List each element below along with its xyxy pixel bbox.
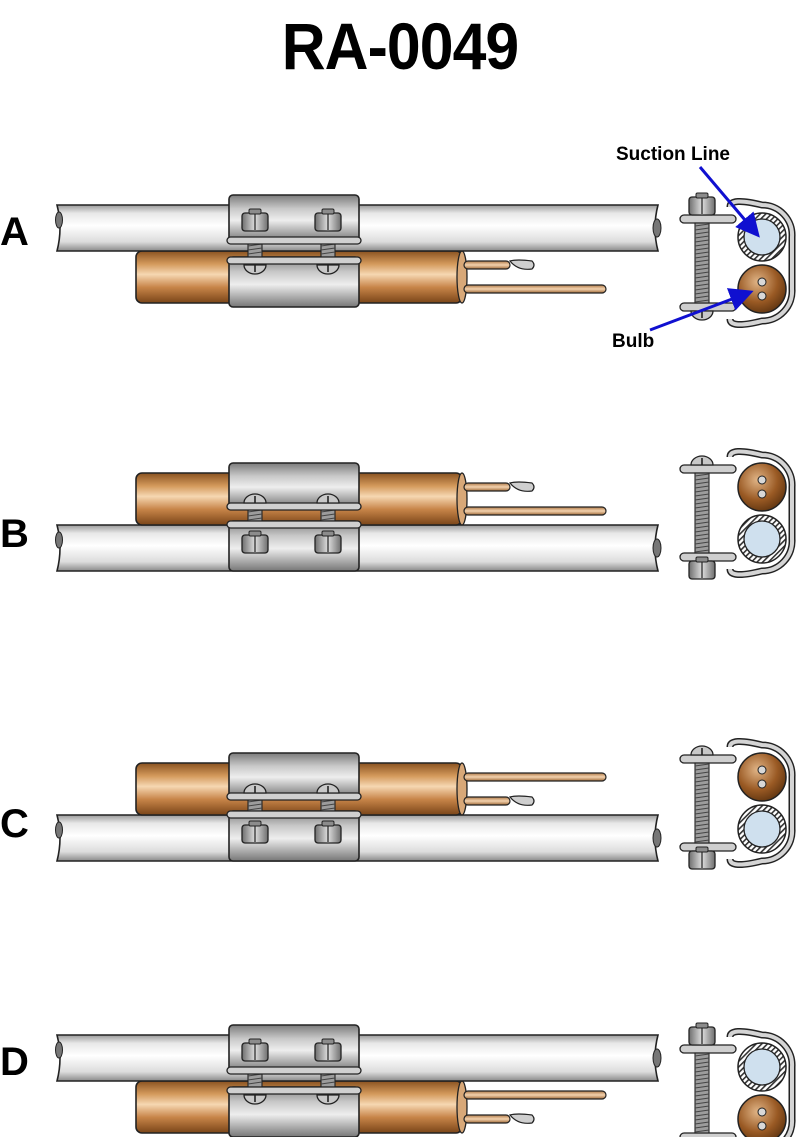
hex-nut [241, 1038, 269, 1062]
clamp-flange [226, 520, 362, 529]
bulb-section [737, 752, 787, 802]
clamp-tab [679, 1044, 737, 1054]
bolt-threads [694, 472, 710, 554]
clamp-tab [679, 1132, 737, 1137]
callout-bulb: Bulb [612, 331, 654, 352]
hex-nut [314, 1038, 342, 1062]
sensing-bulb [135, 1080, 607, 1134]
capillary-flattened-end [508, 795, 535, 806]
hex-nut [314, 820, 342, 844]
capillary-tube-cut [463, 796, 511, 806]
hex-nut [314, 208, 342, 232]
bolt-threads [247, 242, 263, 258]
capillary-tube [463, 506, 607, 516]
clamp-flange [226, 792, 362, 801]
bulb-section [737, 462, 787, 512]
clamp-flange [226, 1066, 362, 1075]
callout-arrow [649, 288, 754, 332]
bolt-threads [694, 762, 710, 844]
screw-head [690, 455, 714, 466]
pipe-clamp [226, 752, 362, 862]
clamp-tab [679, 464, 737, 474]
capillary-port [757, 291, 767, 301]
pipe-clamp [226, 1024, 362, 1137]
row-label: B [0, 512, 29, 556]
hex-nut [688, 556, 716, 580]
clamp-tab [679, 754, 737, 764]
capillary-flattened-end [508, 481, 535, 492]
screw-head [243, 493, 267, 504]
capillary-port [757, 765, 767, 775]
capillary-tube [463, 772, 607, 782]
bolt-threads [320, 508, 336, 522]
hex-nut [241, 820, 269, 844]
bolt-threads [320, 1072, 336, 1088]
row-label: C [0, 802, 29, 846]
capillary-tube-cut [463, 482, 511, 492]
clamp-flange [226, 1086, 362, 1095]
hex-nut [314, 530, 342, 554]
bulb-section [737, 264, 787, 314]
bolt-threads [247, 508, 263, 522]
row-label: A [0, 210, 29, 254]
capillary-tube [463, 1090, 607, 1100]
row-label: D [0, 1040, 29, 1084]
end-view [679, 448, 796, 580]
end-view [679, 1022, 796, 1137]
hex-nut [241, 208, 269, 232]
capillary-port [757, 1107, 767, 1117]
capillary-port [757, 1121, 767, 1131]
hex-nut [688, 1022, 716, 1046]
capillary-port [757, 489, 767, 499]
capillary-port [757, 277, 767, 287]
sensing-bulb [135, 250, 607, 304]
row-d: D [0, 1022, 796, 1137]
capillary-port [757, 779, 767, 789]
hex-nut [688, 192, 716, 216]
screw-head [243, 783, 267, 794]
bolt-threads [247, 798, 263, 812]
hex-nut [688, 846, 716, 870]
screw-head [316, 1094, 340, 1105]
sensing-bulb [135, 472, 607, 526]
screw-head [316, 783, 340, 794]
clamp-flange [226, 256, 362, 265]
screw-head [690, 745, 714, 756]
pipe-clamp [226, 462, 362, 572]
row-c: C [0, 738, 796, 870]
pipe-clamp [226, 194, 362, 308]
screw-head [243, 1094, 267, 1105]
clamp-flange [226, 236, 362, 245]
capillary-tube [463, 284, 607, 294]
bolt-threads [320, 798, 336, 812]
callout-suction-line: Suction Line [616, 144, 730, 165]
bolt-threads [247, 1072, 263, 1088]
bolt-threads [694, 222, 710, 304]
end-view [679, 192, 796, 328]
screw-head [316, 264, 340, 275]
clamp-flange [226, 502, 362, 511]
capillary-tube-cut [463, 260, 511, 270]
capillary-port [757, 475, 767, 485]
clamp-tab [679, 214, 737, 224]
capillary-flattened-end [508, 1113, 535, 1124]
sensing-bulb [135, 762, 607, 816]
clamp-flange [226, 810, 362, 819]
bolt-threads [320, 242, 336, 258]
capillary-flattened-end [508, 259, 535, 270]
bolt-threads [694, 1052, 710, 1134]
hex-nut [241, 530, 269, 554]
row-b: B [0, 448, 796, 580]
callout-arrow [698, 166, 760, 238]
end-view [679, 738, 796, 870]
capillary-tube-cut [463, 1114, 511, 1124]
diagram-title: RA-0049 [281, 9, 519, 83]
screw-head [243, 264, 267, 275]
screw-head [316, 493, 340, 504]
